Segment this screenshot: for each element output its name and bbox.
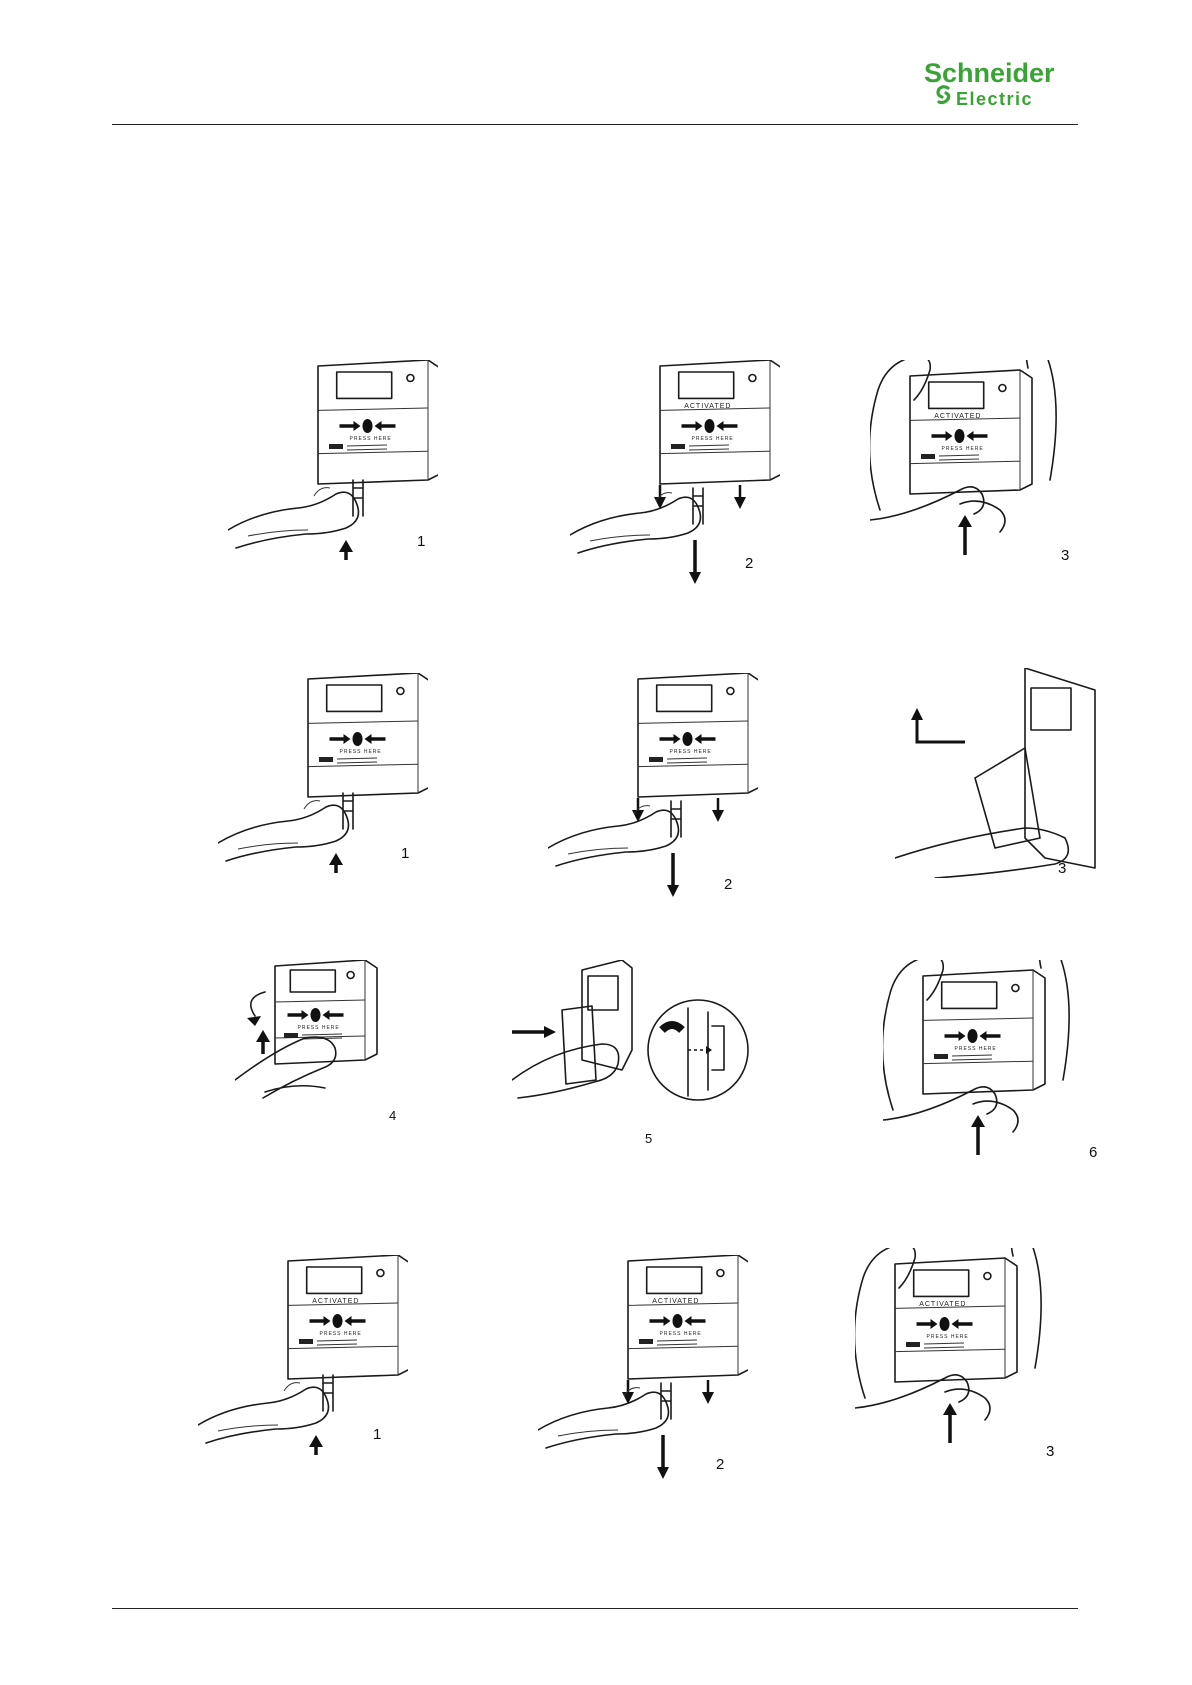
step-number: 1 <box>373 1426 381 1443</box>
svg-text:ACTIVATED: ACTIVATED <box>684 403 731 410</box>
figure-row1-step1: PRESS HERE <box>228 360 438 560</box>
schneider-electric-logo: Schneider Electric <box>920 55 1070 110</box>
step-number: 6 <box>1089 1144 1097 1161</box>
step-number: 3 <box>1046 1443 1054 1460</box>
installation-illustration: PRESS HERE <box>218 673 428 873</box>
svg-text:Electric: Electric <box>956 89 1033 109</box>
step-number: 2 <box>724 876 732 893</box>
figure-row3-step4: PRESS HERE <box>235 960 385 1100</box>
svg-text:PRESS HERE: PRESS HERE <box>350 436 392 442</box>
svg-text:PRESS HERE: PRESS HERE <box>927 1334 969 1340</box>
svg-text:ACTIVATED: ACTIVATED <box>934 413 981 420</box>
svg-text:ACTIVATED: ACTIVATED <box>652 1298 699 1305</box>
step-number: 2 <box>745 555 753 572</box>
installation-illustration: ACTIVATED PRESS HERE <box>870 360 1090 560</box>
svg-text:PRESS HERE: PRESS HERE <box>298 1025 340 1031</box>
svg-text:PRESS HERE: PRESS HERE <box>320 1331 362 1337</box>
figure-row4-step2: ACTIVATED PRESS HERE <box>538 1255 748 1485</box>
figure-row2-step3 <box>895 668 1105 878</box>
step-number: 2 <box>716 1456 724 1473</box>
figure-row1-step3: ACTIVATED PRESS HERE <box>870 360 1090 560</box>
step-number: 4 <box>389 1108 396 1123</box>
header-rule <box>112 124 1078 125</box>
svg-text:PRESS HERE: PRESS HERE <box>670 749 712 755</box>
svg-text:PRESS HERE: PRESS HERE <box>660 1331 702 1337</box>
step-number: 3 <box>1061 547 1069 564</box>
figure-row2-step2: PRESS HERE <box>548 673 758 903</box>
installation-illustration: ACTIVATED PRESS HERE <box>538 1255 748 1485</box>
svg-text:PRESS HERE: PRESS HERE <box>942 446 984 452</box>
figure-row3-step5 <box>512 960 752 1110</box>
step-number: 1 <box>417 533 425 550</box>
installation-illustration <box>895 668 1105 878</box>
footer-rule <box>112 1608 1078 1609</box>
svg-text:ACTIVATED: ACTIVATED <box>919 1301 966 1308</box>
svg-text:Schneider: Schneider <box>924 58 1055 88</box>
installation-illustration: PRESS HERE <box>235 960 385 1100</box>
figure-row2-step1: PRESS HERE <box>218 673 428 873</box>
installation-illustration: PRESS HERE <box>883 960 1103 1160</box>
installation-illustration: ACTIVATED PRESS HERE <box>855 1248 1075 1448</box>
figure-row4-step3: ACTIVATED PRESS HERE <box>855 1248 1075 1448</box>
figure-row3-step6: PRESS HERE <box>883 960 1103 1160</box>
svg-text:PRESS HERE: PRESS HERE <box>692 436 734 442</box>
figure-row4-step1: ACTIVATED PRESS HERE <box>198 1255 408 1455</box>
svg-text:ACTIVATED: ACTIVATED <box>312 1298 359 1305</box>
svg-text:PRESS HERE: PRESS HERE <box>340 749 382 755</box>
step-number: 5 <box>645 1131 652 1146</box>
step-number: 3 <box>1058 860 1066 877</box>
step-number: 1 <box>401 845 409 862</box>
installation-illustration: PRESS HERE <box>228 360 438 560</box>
installation-illustration: PRESS HERE <box>548 673 758 903</box>
installation-illustration: ACTIVATED PRESS HERE <box>198 1255 408 1455</box>
svg-text:PRESS HERE: PRESS HERE <box>955 1046 997 1052</box>
installation-illustration <box>512 960 752 1110</box>
